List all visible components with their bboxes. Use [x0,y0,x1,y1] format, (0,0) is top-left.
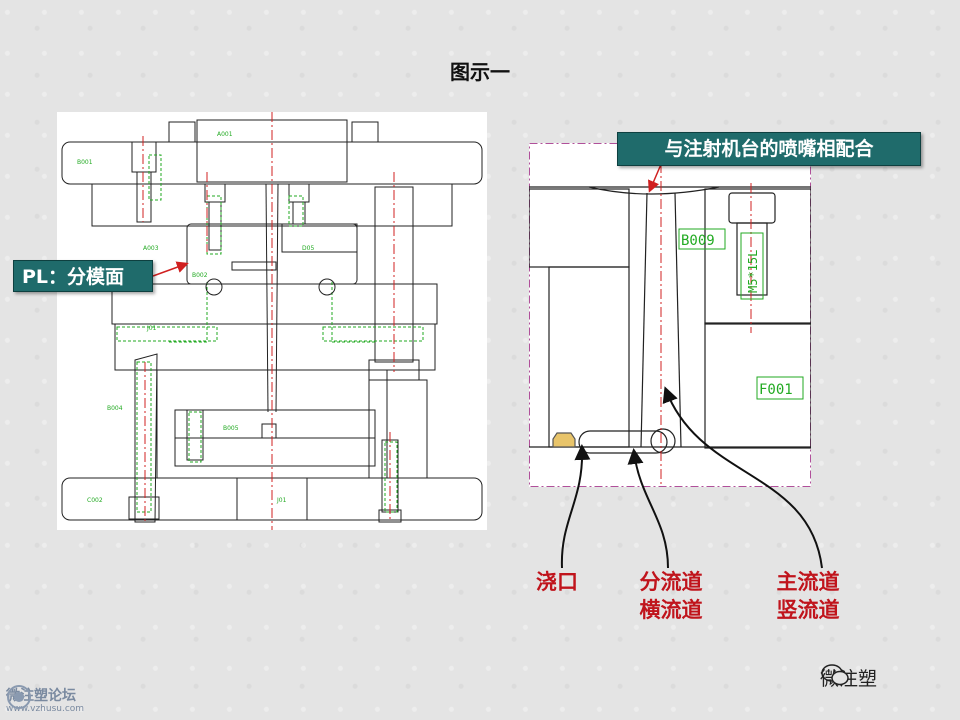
forum-logo-icon [7,685,31,709]
sprue-label-line2: 竖流道 [776,598,840,622]
forum-url: www.vzhusu.com [6,703,85,714]
svg-text:B004: B004 [107,405,123,412]
runner-label: 分流道 横流道 [626,568,716,624]
nozzle-callout: 与注射机台的喷嘴相配合 [617,132,921,166]
sprue-label-line1: 主流道 [776,570,840,594]
sprue-detail-svg: B009 F001 M5*15L [529,143,811,487]
page-title: 图示一 [450,60,510,84]
gate-label: 浇口 [527,568,587,596]
mold-assembly-svg: A001 B001 A003 B002 D05 B004 B005 C002 J… [61,112,483,530]
svg-text:A001: A001 [217,131,233,138]
forum-brand: 微注塑论坛 www.vzhusu.com [6,684,84,718]
svg-text:J01: J01 [276,497,287,504]
sprue-detail-drawing: B009 F001 M5*15L [529,143,811,487]
mold-assembly-drawing: A001 B001 A003 B002 D05 B004 B005 C002 J… [57,112,487,530]
svg-text:A003: A003 [143,245,159,252]
code-f001: F001 [759,382,793,398]
svg-text:D05: D05 [302,245,314,252]
svg-text:B005: B005 [223,425,239,432]
svg-text:B002: B002 [192,272,208,279]
runner-label-line1: 分流道 [639,570,703,594]
wechat-brand: 微注塑 [820,662,877,692]
forum-name: 微注塑论坛 [6,687,76,704]
sprue-label: 主流道 竖流道 [763,568,853,624]
runner-label-line2: 横流道 [639,598,703,622]
svg-text:C002: C002 [87,497,103,504]
code-b009: B009 [681,233,715,249]
code-screw: M5*15L [746,250,760,293]
svg-text:J01: J01 [146,325,157,332]
gate-label-text: 浇口 [536,570,578,594]
parting-line-callout: PL：分模面 [13,260,153,292]
svg-text:B001: B001 [77,159,93,166]
wechat-icon [821,664,849,686]
